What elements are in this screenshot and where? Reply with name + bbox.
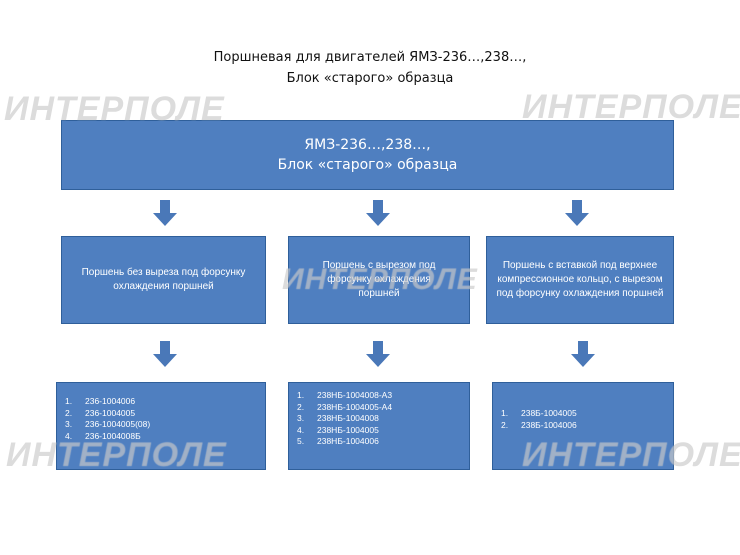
engine-block-subtitle: Блок «старого» образца [277,157,458,173]
watermark-logo: ИНТЕРПОЛЕ [522,88,740,126]
category-label: Поршень без выреза под форсунку охлажден… [81,267,246,292]
list-item: 3.238НБ-1004008 [297,413,379,423]
watermark-logo: ИНТЕРПОЛЕ [282,263,478,296]
watermark-logo: ИНТЕРПОЛЕ [6,436,227,474]
down-arrow-icon [571,341,595,367]
list-item: 4.236-1004008Б [65,430,141,441]
page-title-line-2: Блок «старого» образца [286,71,454,86]
list-item: 1.236-1004006 [65,396,136,406]
part-list: 1.238Б-1004005 2.238Б-1004006 [501,408,669,431]
list-item: 2.238НБ-1004005-А4 [297,401,393,412]
category-label: Поршень с вставкой под верхнее компресси… [496,260,664,299]
page-title-line-1: Поршневая для двигателей ЯМЗ-236…,238…, [213,50,527,65]
watermark-logo: ИНТЕРПОЛЕ [522,436,740,474]
list-item: 4.238НБ-1004005 [297,424,379,435]
down-arrow-icon [366,200,390,226]
list-item: 2.238Б-1004006 [501,419,577,430]
part-list-box-2: 1.238НБ-1004008-А3 2.238НБ-1004005-А4 3.… [288,382,470,470]
list-item: 1.238НБ-1004008-А3 [297,390,393,400]
down-arrow-icon [366,341,390,367]
watermark-logo: ИНТЕРПОЛЕ [4,90,225,128]
list-item: 2.236-1004005 [65,407,136,418]
part-list-box-3: 1.238Б-1004005 2.238Б-1004006 [492,382,674,470]
down-arrow-icon [565,200,589,226]
engine-block-box: ЯМЗ-236…,238…, Блок «старого» образца [61,120,674,190]
down-arrow-icon [153,341,177,367]
down-arrow-icon [153,200,177,226]
category-label: Поршень с вырезом под форсунку охлаждени… [322,260,436,299]
part-list: 1.236-1004006 2.236-1004005 3.236-100400… [65,396,261,442]
list-item: 3.236-1004005(08) [65,419,151,429]
part-list-box-1: 1.236-1004006 2.236-1004005 3.236-100400… [56,382,266,470]
category-box-no-cutout: Поршень без выреза под форсунку охлажден… [61,236,266,324]
list-item: 5.238НБ-1004006 [297,436,379,446]
category-box-with-insert: Поршень с вставкой под верхнее компресси… [486,236,674,324]
engine-block-title: ЯМЗ-236…,238…, [304,137,431,153]
category-box-with-cutout: Поршень с вырезом под форсунку охлаждени… [288,236,470,324]
part-list: 1.238НБ-1004008-А3 2.238НБ-1004005-А4 3.… [297,390,465,448]
list-item: 1.238Б-1004005 [501,408,577,418]
